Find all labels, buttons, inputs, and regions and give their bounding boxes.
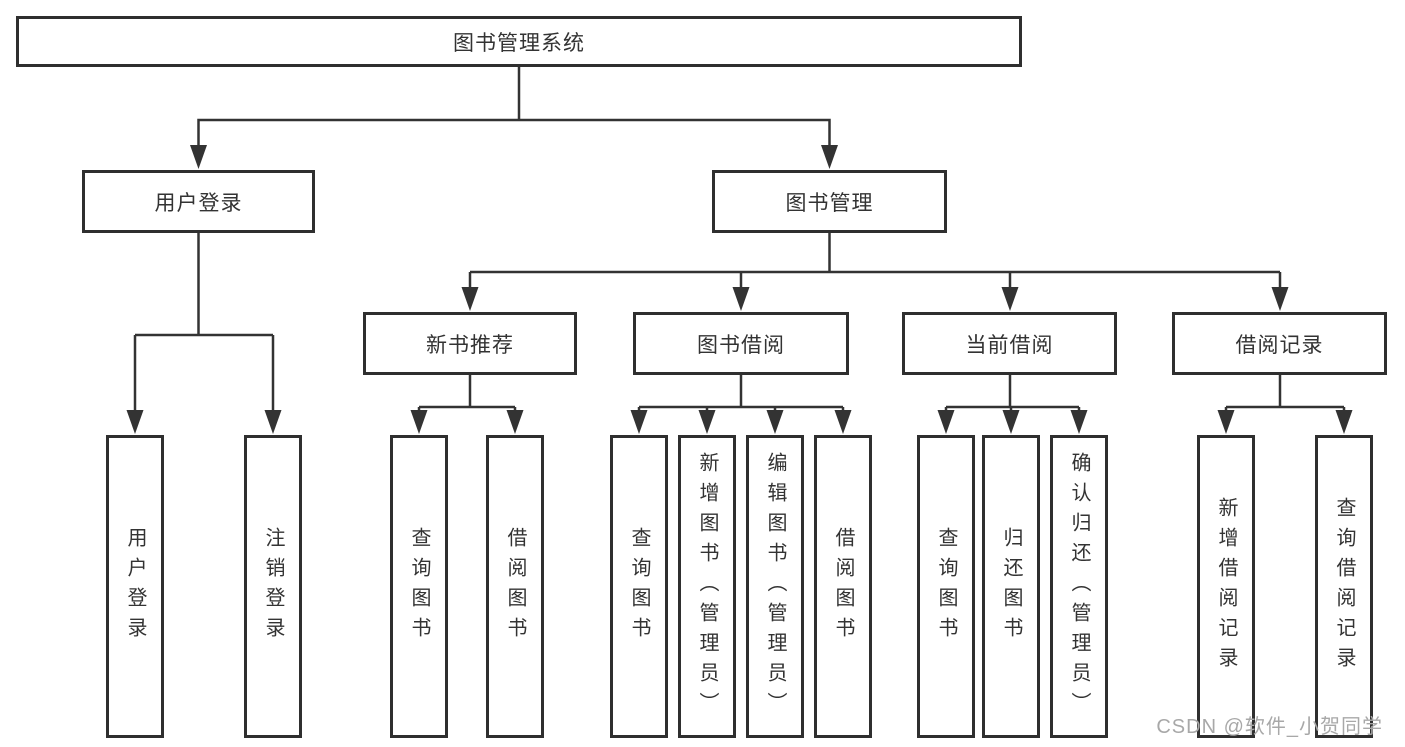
node-label: 图书管理系统	[453, 31, 585, 55]
arrow-down-icon	[461, 287, 479, 311]
arrow-down-icon	[190, 145, 207, 169]
connector-borrow-records-branch	[1224, 375, 1346, 412]
node-new-books: 新书推荐	[363, 312, 577, 375]
connector-current-borrow-branch	[944, 375, 1081, 412]
leaf-edit-book-admin: 编辑图书（管理员）	[746, 435, 804, 738]
leaf-query-books-borrow: 查询图书	[610, 435, 668, 738]
arrow-down-icon	[698, 410, 716, 434]
arrow-down-icon	[1001, 287, 1019, 311]
node-label: 用户登录	[124, 526, 146, 647]
arrow-down-icon	[834, 410, 852, 434]
arrow-down-icon	[1335, 410, 1353, 434]
leaf-borrow-books-borrow: 借阅图书	[814, 435, 872, 738]
leaf-query-borrow-record: 查询借阅记录	[1315, 435, 1373, 738]
arrow-down-icon	[766, 410, 784, 434]
connector-book-borrow-branch	[637, 375, 845, 412]
node-label: 新书推荐	[426, 333, 514, 357]
arrow-down-icon	[732, 287, 750, 311]
node-borrow-records: 借阅记录	[1172, 312, 1387, 375]
arrow-down-icon	[937, 410, 955, 434]
node-label: 新增图书（管理员）	[696, 451, 718, 722]
node-label: 查询图书	[408, 526, 430, 647]
node-label: 查询图书	[628, 526, 650, 647]
leaf-logout: 注销登录	[244, 435, 302, 738]
leaf-borrow-books-newbooks: 借阅图书	[486, 435, 544, 738]
leaf-query-books-newbooks: 查询图书	[390, 435, 448, 738]
node-label: 借阅记录	[1235, 333, 1324, 357]
connector-book-mgmt-branch	[468, 233, 1282, 289]
connector-root-to-level2	[197, 67, 831, 147]
arrow-down-icon	[1217, 410, 1235, 434]
arrow-down-icon	[1271, 287, 1289, 311]
node-label: 借阅图书	[832, 526, 854, 647]
node-label: 编辑图书（管理员）	[764, 451, 786, 722]
node-label: 新增借阅记录	[1215, 496, 1237, 677]
node-label: 查询借阅记录	[1333, 496, 1355, 677]
node-root-system: 图书管理系统	[16, 16, 1022, 67]
arrow-down-icon	[126, 410, 144, 434]
leaf-query-books-current: 查询图书	[917, 435, 975, 738]
node-book-borrow: 图书借阅	[633, 312, 849, 375]
node-label: 用户登录	[154, 191, 243, 215]
leaf-user-login: 用户登录	[106, 435, 164, 738]
leaf-confirm-return-admin: 确认归还（管理员）	[1050, 435, 1108, 738]
node-label: 图书管理	[785, 191, 874, 215]
node-user-login-branch: 用户登录	[82, 170, 315, 233]
connector-new-books-branch	[417, 375, 517, 412]
node-label: 确认归还（管理员）	[1068, 451, 1090, 722]
node-current-borrow: 当前借阅	[902, 312, 1117, 375]
arrow-down-icon	[506, 410, 524, 434]
arrow-down-icon	[630, 410, 648, 434]
node-label: 归还图书	[1000, 526, 1022, 647]
arrow-down-icon	[821, 145, 838, 169]
connector-user-login-branch	[133, 233, 275, 412]
arrow-down-icon	[264, 410, 282, 434]
node-label: 当前借阅	[965, 333, 1054, 357]
leaf-add-borrow-record: 新增借阅记录	[1197, 435, 1255, 738]
node-book-mgmt-branch: 图书管理	[712, 170, 947, 233]
arrow-down-icon	[1070, 410, 1088, 434]
node-label: 注销登录	[262, 526, 284, 647]
leaf-return-book: 归还图书	[982, 435, 1040, 738]
arrow-down-icon	[410, 410, 428, 434]
csdn-watermark: CSDN @软件_小贺同学	[1156, 716, 1383, 738]
leaf-add-book-admin: 新增图书（管理员）	[678, 435, 736, 738]
arrow-down-icon	[1002, 410, 1020, 434]
node-label: 查询图书	[935, 526, 957, 647]
node-label: 图书借阅	[697, 333, 785, 357]
node-label: 借阅图书	[504, 526, 526, 647]
